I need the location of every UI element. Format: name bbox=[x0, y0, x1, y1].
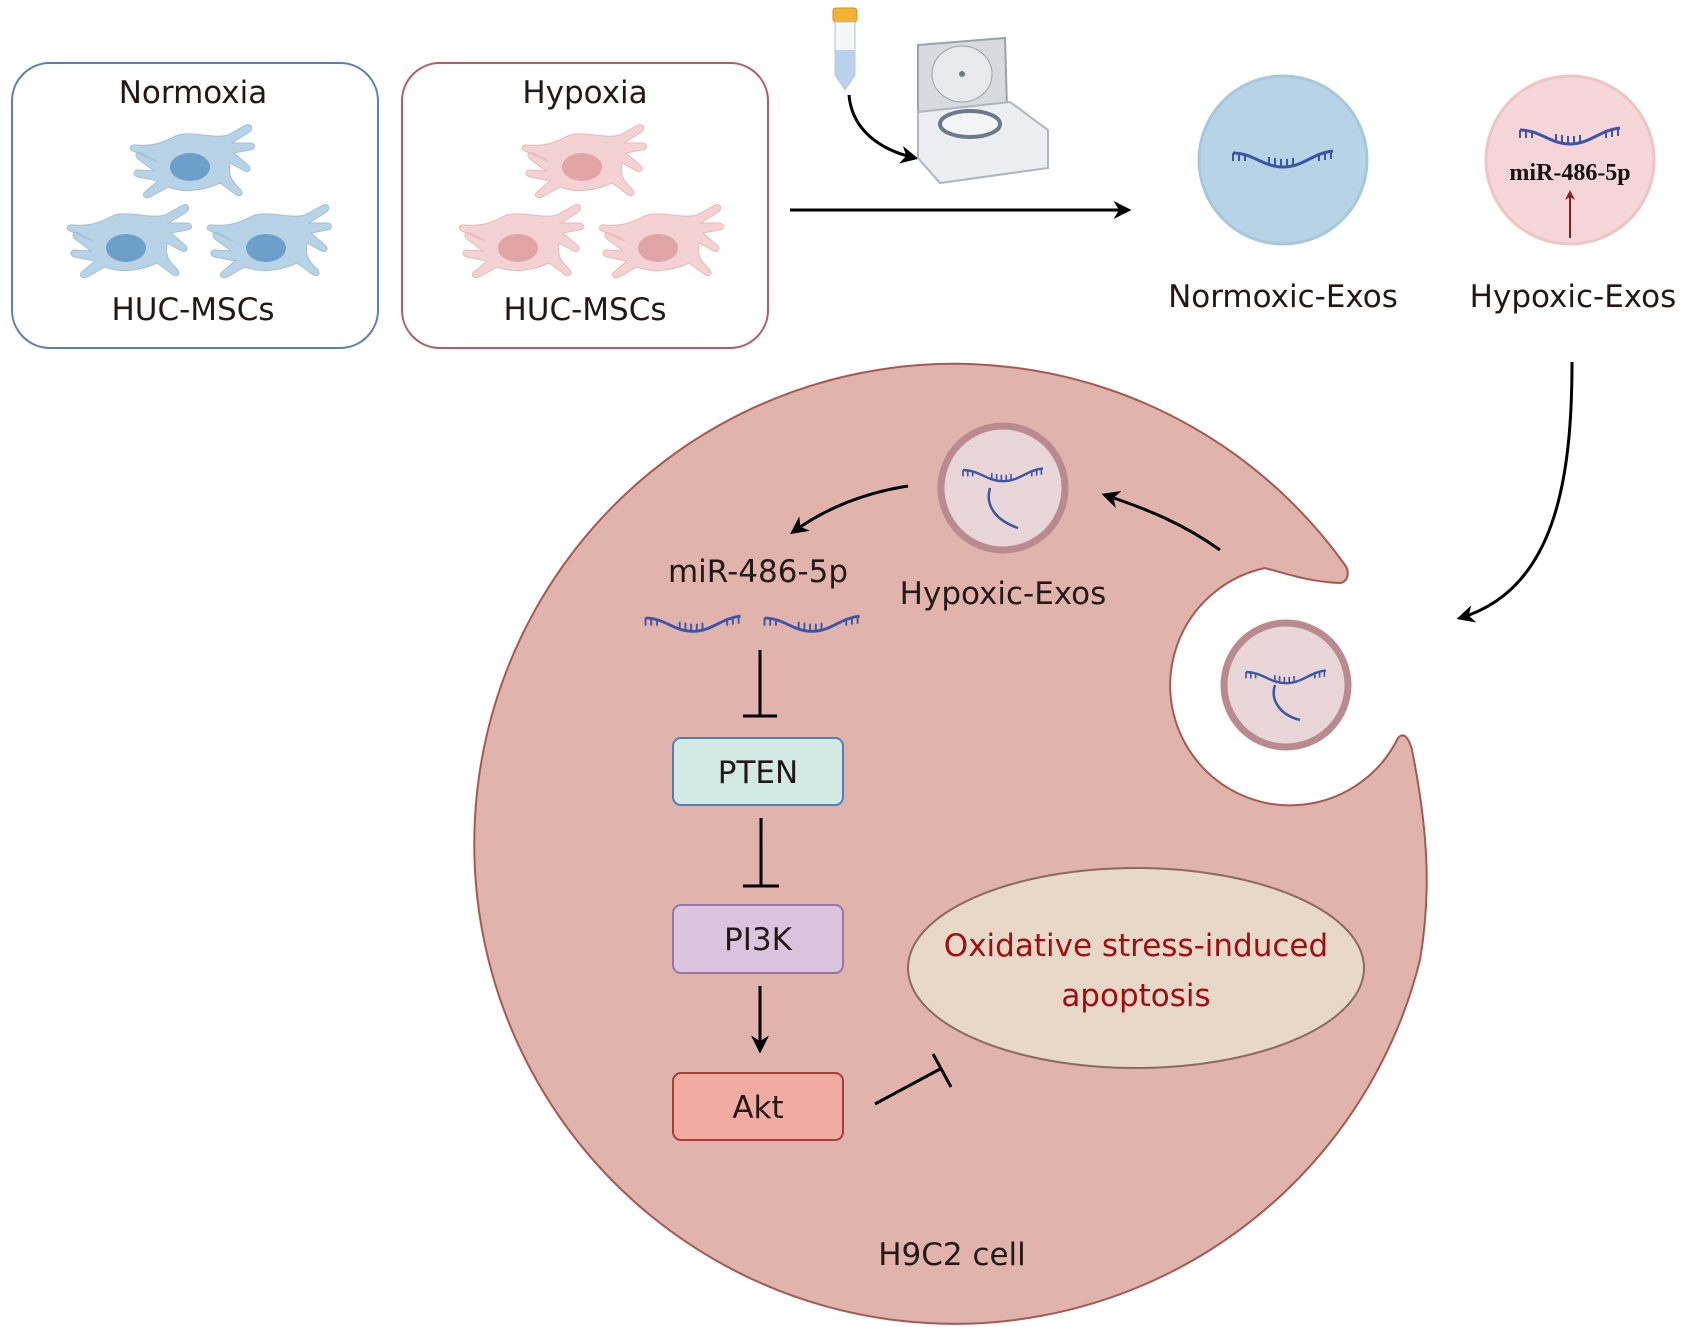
normoxia-title: Normoxia bbox=[119, 75, 268, 111]
entering-exosome bbox=[1220, 619, 1352, 751]
inhibit-mirna-pten bbox=[743, 650, 777, 718]
normoxia-cell-label: HUC-MSCs bbox=[111, 292, 274, 328]
internal-exos-label: Hypoxic-Exos bbox=[900, 576, 1107, 612]
nucleus-icon bbox=[562, 153, 602, 181]
hypoxia-title: Hypoxia bbox=[522, 75, 647, 111]
inhibit-pten-pi3k bbox=[743, 818, 779, 888]
mirna-icon bbox=[1272, 684, 1301, 722]
apoptosis-outcome: Oxidative stress-induced apoptosis bbox=[907, 867, 1365, 1069]
hypoxic-exos-label: Hypoxic-Exos bbox=[1470, 279, 1677, 315]
mirna-label: miR-486-5p bbox=[1509, 160, 1630, 186]
normoxic-exos-label: Normoxic-Exos bbox=[1168, 279, 1398, 315]
normoxia-panel: Normoxia HUC-MSCs bbox=[11, 62, 379, 349]
internal-exosome: Hypoxic-Exos bbox=[900, 422, 1107, 612]
release-arrow bbox=[790, 484, 909, 535]
nucleus-icon bbox=[638, 234, 678, 262]
apoptosis-label-line1: Oxidative stress-induced bbox=[944, 928, 1328, 964]
h9c2-cell-label: H9C2 cell bbox=[878, 1237, 1026, 1273]
nucleus-icon bbox=[106, 234, 146, 262]
tube-to-centrifuge-arrow bbox=[847, 94, 919, 164]
centrifuge-icon bbox=[917, 36, 1049, 185]
exosome-icon bbox=[1220, 619, 1352, 751]
nucleus-icon bbox=[246, 234, 286, 262]
hypoxic-exosome: miR-486-5p Hypoxic-Exos bbox=[1470, 74, 1677, 315]
normoxia-box bbox=[11, 62, 379, 349]
pten-label: PTEN bbox=[718, 755, 798, 791]
pten-node: PTEN bbox=[672, 737, 844, 806]
hypoxia-panel: Hypoxia HUC-MSCs bbox=[401, 62, 769, 349]
nucleus-icon bbox=[498, 234, 538, 262]
akt-label: Akt bbox=[732, 1090, 783, 1126]
apoptosis-label-line2: apoptosis bbox=[1061, 978, 1210, 1014]
akt-node: Akt bbox=[672, 1072, 844, 1141]
mirna-icon bbox=[987, 487, 1019, 530]
pi3k-label: PI3K bbox=[724, 922, 793, 958]
pi3k-node: PI3K bbox=[672, 904, 844, 974]
exosome-icon bbox=[1484, 74, 1656, 246]
cell-mirna-label: miR-486-5p bbox=[668, 554, 848, 590]
internalization-arrow bbox=[1101, 491, 1221, 552]
nucleus-icon bbox=[170, 153, 210, 181]
hypoxia-box bbox=[401, 62, 769, 349]
conical-tube-icon bbox=[832, 7, 858, 91]
hypoxia-cell-label: HUC-MSCs bbox=[503, 292, 666, 328]
exosome-icon bbox=[937, 422, 1069, 554]
exosome-icon bbox=[1197, 74, 1369, 246]
normoxic-exosome: Normoxic-Exos bbox=[1168, 74, 1398, 315]
inhibit-akt-apoptosis bbox=[874, 1053, 953, 1106]
uptake-arrow bbox=[1456, 361, 1574, 623]
